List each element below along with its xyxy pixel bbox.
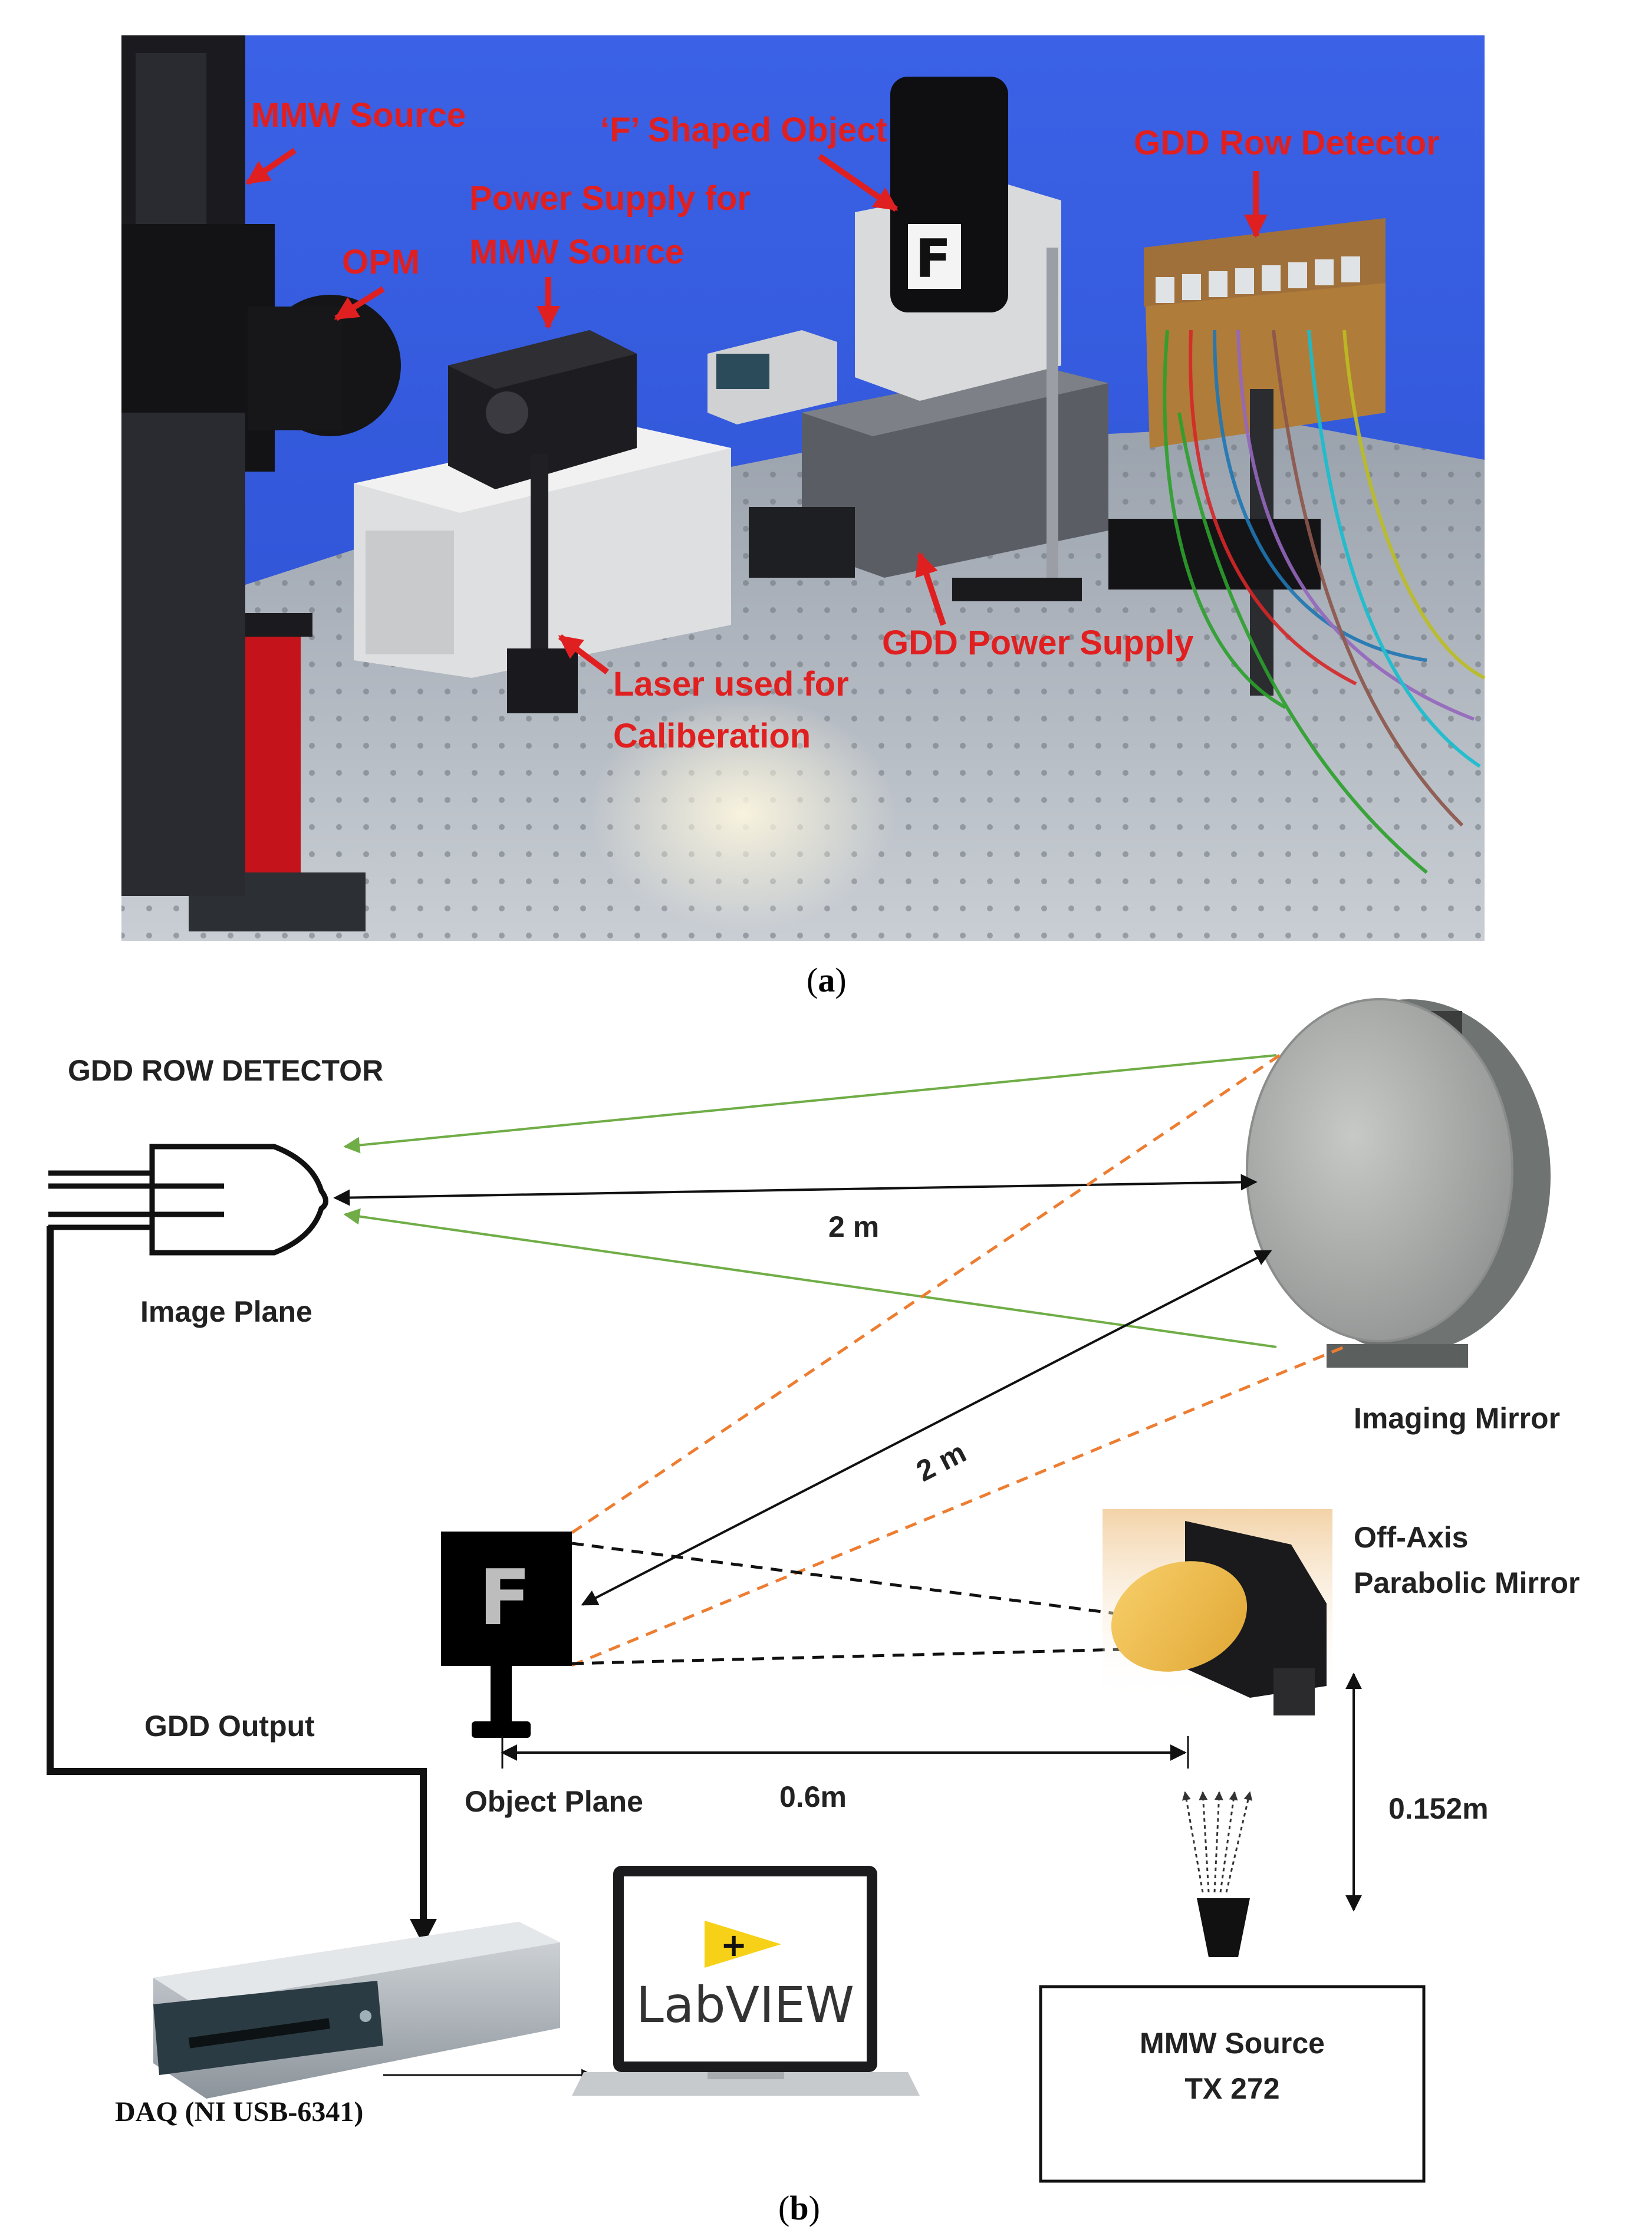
label-power-supply-line1: Power Supply for	[469, 179, 751, 218]
daq-device	[153, 1922, 560, 2099]
label-laser-line1: Laser used for	[613, 665, 849, 703]
svg-text:F: F	[915, 228, 951, 290]
orange-ray-top	[571, 1051, 1285, 1534]
label-off-axis-line1: Off-Axis	[1354, 1521, 1468, 1554]
label-off-axis-line2: Parabolic Mirror	[1354, 1566, 1579, 1599]
detector-icon	[48, 1144, 328, 1256]
label-power-supply-line2: MMW Source	[469, 233, 684, 271]
green-ray-bottom	[343, 1208, 1277, 1348]
black-dashed-ray-top	[571, 1542, 1121, 1616]
label-gdd-power-supply: GDD Power Supply	[882, 624, 1194, 662]
labview-plus: +	[720, 1927, 747, 1964]
photo-annotations: MMW Source ‘F’ Shaped Object GDD Row Det…	[245, 96, 1440, 755]
caption-a: (a)	[807, 961, 847, 999]
laser-unit	[507, 648, 578, 713]
label-laser-line2: Caliberation	[613, 717, 811, 755]
label-gdd-row-detector-title: GDD ROW DETECTOR	[68, 1054, 383, 1087]
mmw-box-line1: MMW Source	[1140, 2027, 1325, 2060]
labview-logo	[705, 1921, 781, 1968]
label-object-plane: Object Plane	[465, 1785, 643, 1818]
caption-b: (b)	[778, 2189, 820, 2227]
labview-text: LabVIEW	[636, 1976, 854, 2034]
horn-antenna-beam	[1182, 1791, 1253, 1893]
distance-arrow-object-mirror	[581, 1250, 1272, 1606]
label-gdd-output: GDD Output	[144, 1710, 315, 1743]
gdd-output-cable	[47, 1226, 427, 1928]
f-letter: F	[479, 1553, 531, 1642]
label-distance-2m-diagonal: 2 m	[911, 1435, 971, 1488]
label-opm: OPM	[342, 243, 420, 281]
light-reflection	[590, 696, 896, 931]
horn-antenna	[1197, 1898, 1250, 1957]
label-imaging-mirror: Imaging Mirror	[1354, 1402, 1560, 1435]
label-distance-0-6m: 0.6m	[779, 1780, 847, 1813]
off-axis-parabolic-mirror	[1103, 1509, 1332, 1715]
photo-panel: F MMW Sour	[121, 35, 1486, 941]
schematic-panel: GDD ROW DETECTOR Image Plane GDD Output …	[47, 998, 1579, 2183]
label-gdd-row-detector: GDD Row Detector	[1134, 124, 1440, 162]
rays	[333, 1051, 1345, 1667]
mmw-box-line2: TX 272	[1184, 2072, 1279, 2105]
black-dashed-ray-bottom	[571, 1648, 1121, 1665]
label-image-plane: Image Plane	[140, 1295, 312, 1328]
imaging-mirror	[1246, 998, 1551, 1368]
label-f-object: ‘F’ Shaped Object	[600, 111, 887, 149]
label-daq: DAQ (NI USB-6341)	[115, 2096, 363, 2128]
green-ray-top	[343, 1054, 1277, 1154]
laser-post	[531, 454, 548, 654]
mmw-source-box	[1039, 1985, 1426, 2183]
red-post	[236, 625, 301, 884]
label-mmw-source: MMW Source	[251, 96, 466, 134]
cables	[1163, 330, 1486, 874]
f-object: F	[441, 1532, 572, 1738]
label-distance-2m-horizontal: 2 m	[828, 1210, 879, 1243]
label-distance-0-152m: 0.152m	[1388, 1792, 1489, 1825]
laptop: + LabVIEW	[572, 1866, 920, 2096]
distance-arrow-image-mirror	[333, 1174, 1258, 1206]
